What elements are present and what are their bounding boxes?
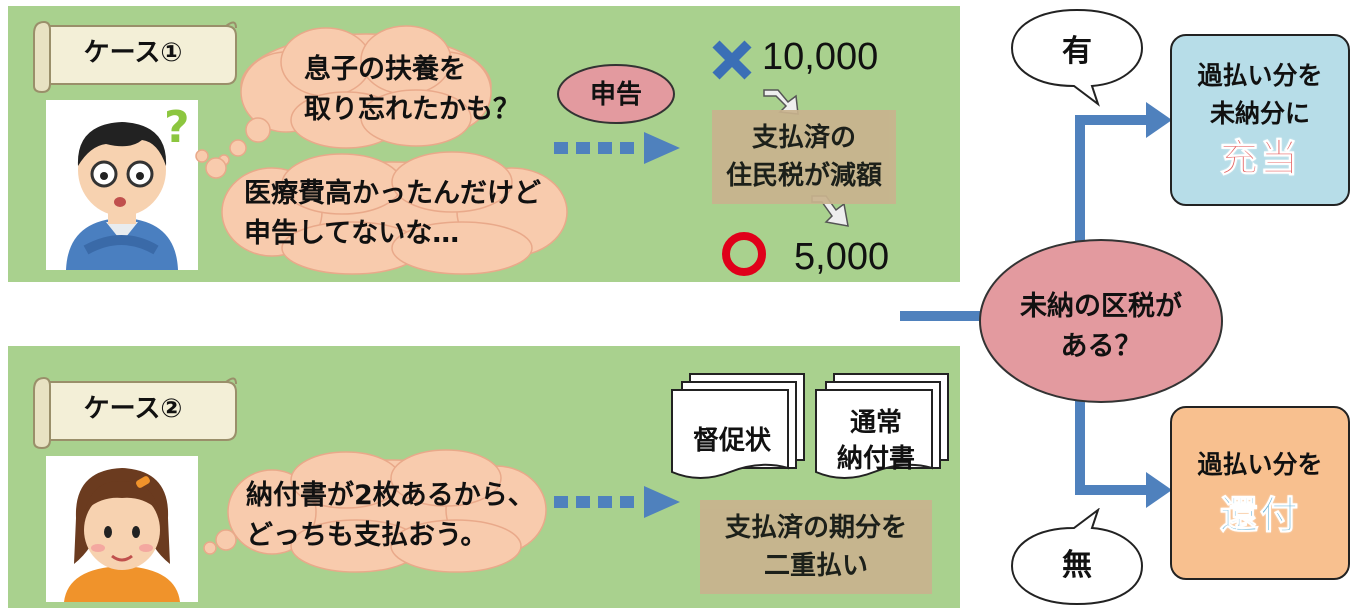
case1-thought-2-line2: 申告してないな… [244, 218, 460, 249]
case2-thought-line1: 納付書が2枚あるから、 [246, 480, 535, 511]
decision-question-line1: 未納の区税が [1020, 291, 1182, 322]
case2-result-line2: 二重払い [763, 551, 868, 581]
case2-result-line1: 支払済の期分を [724, 513, 907, 543]
circle-icon [722, 232, 766, 276]
case1-dotted-arrow [554, 132, 680, 164]
case1-portrait: ? [46, 100, 198, 270]
amount-after: 5,000 [794, 236, 890, 278]
case2-thought-cloud [203, 449, 547, 573]
case2-thought-line2: どっちも支払おう。 [246, 520, 488, 551]
yes-box-line1: 過払い分を [1197, 61, 1323, 90]
case1-thought-cloud-1 [218, 25, 492, 166]
decision-ellipse [979, 239, 1223, 403]
yes-box-line2: 未納分に [1209, 99, 1310, 128]
dunning-notice-label: 督促状 [692, 426, 771, 456]
woman-illustration [64, 468, 180, 602]
case1-scroll-banner [33, 20, 237, 94]
no-speech-bubble [1010, 508, 1144, 606]
case2-dotted-arrow [554, 486, 680, 518]
case1-result-line2: 住民税が減額 [725, 161, 882, 191]
case1-result-box: 支払済の 住民税が減額 [712, 110, 896, 204]
case1-thought-cloud-2 [195, 149, 568, 275]
case1-result-line1: 支払済の [751, 123, 856, 153]
dunning-notice-document-icon [671, 373, 805, 479]
case1-thought-1-line1: 息子の扶養を [304, 54, 466, 85]
payment-slip-label-line1: 通常 [849, 408, 902, 438]
case1-label: ケース① [83, 38, 183, 68]
svg-text:?: ? [164, 102, 190, 153]
case2-scroll-banner [33, 376, 237, 450]
amount-before: 10,000 [762, 36, 879, 78]
declaration-label: 申告 [589, 80, 642, 110]
case2-result-box: 支払済の期分を 二重払い [700, 500, 932, 594]
case2-portrait [46, 456, 198, 602]
no-label: 無 [1062, 548, 1092, 583]
payment-slip-document-icon [815, 373, 949, 479]
yes-box-highlight: 充当 [1219, 136, 1300, 181]
payment-slip-label-line2: 納付書 [836, 444, 915, 474]
case2-label: ケース② [83, 394, 183, 424]
no-box-line1: 過払い分を [1197, 450, 1323, 479]
thinking-man-illustration: ? [66, 102, 190, 270]
declaration-ellipse [557, 64, 675, 124]
case1-thought-2-line1: 医療費高かったんだけど [244, 178, 541, 209]
yes-speech-bubble [1010, 8, 1144, 107]
case1-thought-1-line2: 取り忘れたかも？ [304, 94, 520, 125]
no-result-box: 過払い分を 還付 [1170, 406, 1350, 580]
no-box-highlight: 還付 [1219, 493, 1300, 538]
yes-result-box: 過払い分を 未納分に 充当 [1170, 34, 1350, 206]
decision-question-line2: ある？ [1060, 331, 1142, 362]
yes-label: 有 [1062, 34, 1092, 69]
cross-icon [712, 40, 752, 80]
